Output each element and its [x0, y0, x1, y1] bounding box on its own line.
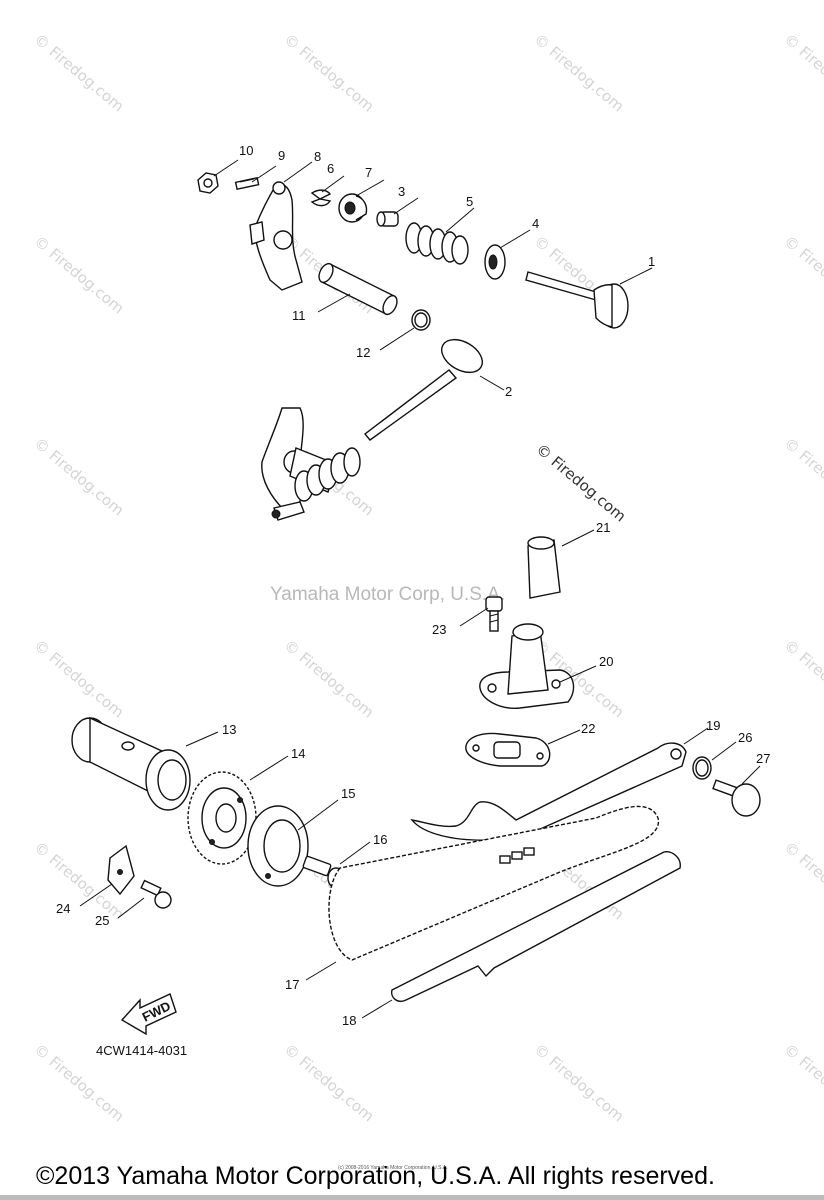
- callout-label: 10: [239, 143, 253, 158]
- callout-numbers: 1 2 3 4 5 6 7 8 9 10 11 12 13 14 15 16 1…: [56, 143, 770, 1028]
- part-21-tensioner-cap: [527, 536, 561, 599]
- callout-label: 15: [341, 786, 355, 801]
- fwd-arrow-icon: FWD: [120, 993, 177, 1036]
- callout-label: 21: [596, 520, 610, 535]
- part-19-chain-guide: [410, 742, 687, 841]
- part-13-camshaft: [71, 716, 191, 811]
- part-7-retainer: [338, 193, 368, 223]
- callout-label: 17: [285, 977, 299, 992]
- callout-label: 11: [292, 308, 306, 323]
- part-11-rocker-shaft: [318, 262, 398, 316]
- bottom-strip: [0, 1195, 824, 1200]
- callout-label: 14: [291, 746, 305, 761]
- part-23-bolt: [485, 596, 503, 632]
- callout-label: 18: [342, 1013, 356, 1028]
- part-14-cam-sprocket: [187, 771, 257, 865]
- callout-label: 23: [432, 622, 446, 637]
- callout-label: 9: [278, 148, 285, 163]
- part-6-cotter: [310, 189, 332, 207]
- callout-label: 22: [581, 721, 595, 736]
- callout-label: 3: [398, 184, 405, 199]
- part-15-plate: [247, 805, 309, 887]
- part-17-cam-chain: [328, 805, 659, 961]
- part-5-valve-spring: [405, 222, 469, 265]
- copyright-notice: ©2013 Yamaha Motor Corporation, U.S.A. A…: [36, 1162, 715, 1190]
- part-26-o-ring: [692, 756, 712, 780]
- callout-label: 19: [706, 718, 720, 733]
- callout-label: 12: [356, 345, 370, 360]
- callout-label: 27: [756, 751, 770, 766]
- part-2-valve: [363, 338, 483, 441]
- callout-label: 5: [466, 194, 473, 209]
- callout-label: 16: [373, 832, 387, 847]
- part-20-tensioner-body: [479, 623, 575, 709]
- diagram-code: 4CW1414-4031: [96, 1043, 188, 1058]
- callout-label: 25: [95, 913, 109, 928]
- part-12-o-ring: [411, 309, 431, 331]
- part-8-rocker-arm: [249, 181, 303, 291]
- callout-label: 26: [738, 730, 752, 745]
- part-22-gasket: [465, 732, 551, 767]
- part-27-pin: [712, 779, 761, 817]
- part-18-chain-guide: [391, 851, 681, 1002]
- callout-label: 13: [222, 722, 236, 737]
- callout-label: 1: [648, 254, 655, 269]
- part-10-nut: [197, 172, 219, 194]
- assembled-rocker-spring-group: [261, 407, 361, 521]
- part-4-spring-seat: [484, 244, 506, 280]
- callout-label: 6: [327, 161, 334, 176]
- callout-label: 4: [532, 216, 539, 231]
- part-24-stopper: [107, 844, 135, 896]
- fine-print: (c) 2008-2016 Yamaha Motor Corporation, …: [338, 1165, 448, 1171]
- part-9-screw: [234, 176, 260, 191]
- center-watermark: Yamaha Motor Corp, U.S.A.: [270, 584, 506, 605]
- leader-lines: [79, 159, 761, 1019]
- callout-label: 20: [599, 654, 613, 669]
- callout-label: 24: [56, 901, 70, 916]
- callout-label: 2: [505, 384, 512, 399]
- callout-label: 8: [314, 149, 321, 164]
- callout-label: 7: [365, 165, 372, 180]
- part-25-bolt: [140, 879, 172, 909]
- part-1-valve: [525, 271, 629, 329]
- part-3-stem-seal: [376, 211, 399, 227]
